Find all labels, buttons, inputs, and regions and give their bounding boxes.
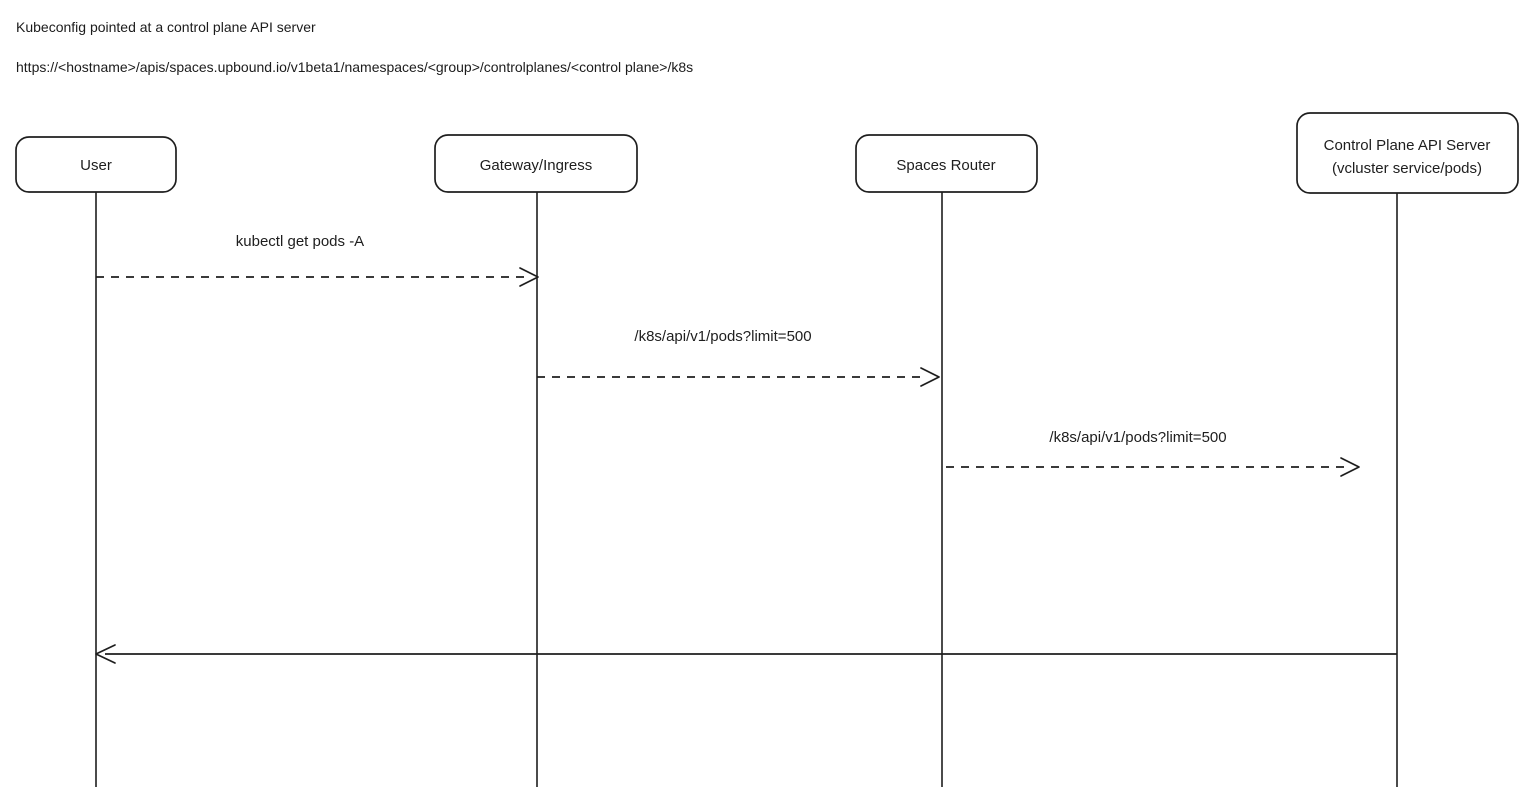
diagram-kubeconfig-url: https://<hostname>/apis/spaces.upbound.i… (16, 59, 694, 75)
actor-label-user: User (80, 157, 112, 174)
actor-label-spaces-router: Spaces Router (896, 157, 995, 174)
message-label-pods-1: /k8s/api/v1/pods?limit=500 (634, 328, 811, 345)
message-control-plane-to-user-return (95, 644, 1397, 664)
actor-label-control-plane: Control Plane API Server (1324, 137, 1491, 154)
message-user-to-gateway: kubectl get pods -A (96, 233, 539, 287)
actor-control-plane: Control Plane API Server (vcluster servi… (1296, 112, 1519, 194)
actor-box-spaces-router (855, 134, 1038, 193)
actor-gateway: Gateway/Ingress (434, 134, 638, 193)
message-spaces-router-to-control-plane: /k8s/api/v1/pods?limit=500 (946, 429, 1360, 477)
actor-label-gateway: Gateway/Ingress (480, 157, 593, 174)
actor-box-user (15, 136, 177, 193)
actor-user: User (15, 136, 177, 193)
arrowhead-right-icon (920, 367, 940, 387)
arrowhead-right-icon (519, 267, 539, 287)
message-label-kubectl: kubectl get pods -A (236, 233, 364, 250)
actor-box-control-plane (1296, 112, 1519, 194)
actor-spaces-router: Spaces Router (855, 134, 1038, 193)
message-gateway-to-spaces-router: /k8s/api/v1/pods?limit=500 (537, 328, 940, 387)
actor-sublabel-control-plane: (vcluster service/pods) (1332, 160, 1482, 177)
message-label-pods-2: /k8s/api/v1/pods?limit=500 (1049, 429, 1226, 446)
arrowhead-left-icon (95, 644, 116, 664)
actor-box-gateway (434, 134, 638, 193)
arrowhead-right-icon (1340, 457, 1360, 477)
diagram-title: Kubeconfig pointed at a control plane AP… (16, 19, 316, 35)
